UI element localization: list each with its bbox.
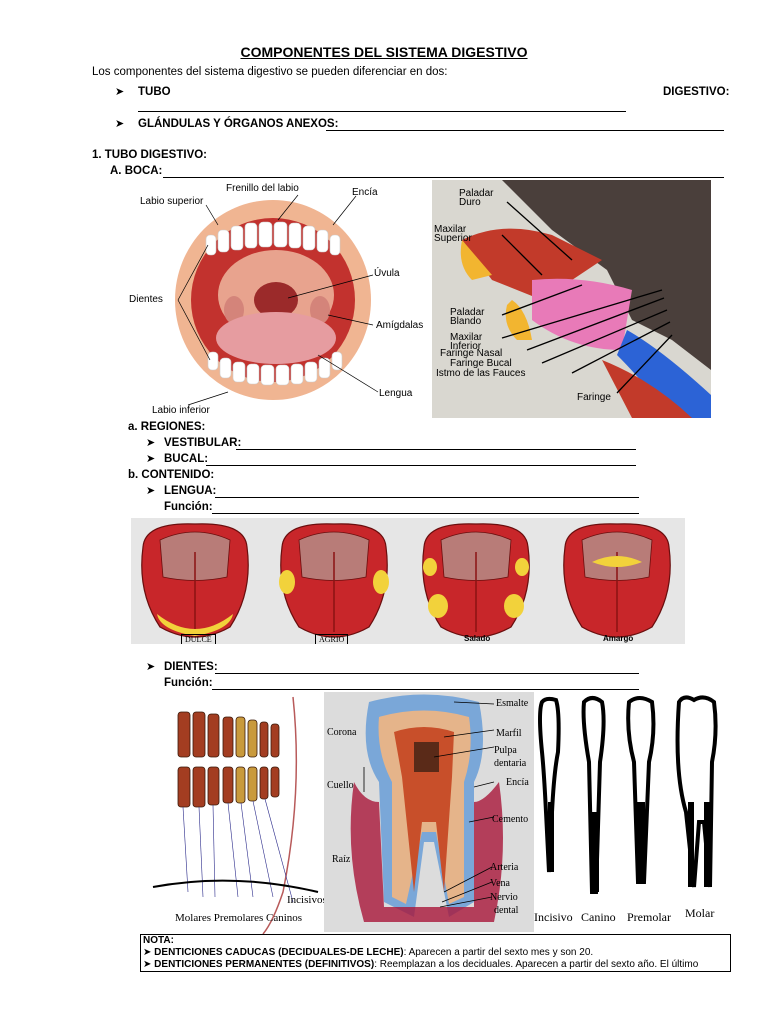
taste-label-amargo: Amargo — [603, 634, 634, 643]
label-raiz: Raíz — [332, 854, 351, 865]
nota-box: NOTA: ➤ DENTICIONES CADUCAS (DECIDUALES-… — [140, 934, 731, 972]
section-heading: 1. TUBO DIGESTIVO: — [92, 149, 208, 161]
label-pulpa: Pulpa — [494, 745, 517, 756]
regiones-heading: a. REGIONES: — [128, 421, 206, 433]
contenido-heading: b. CONTENIDO: — [128, 469, 215, 481]
bullet-arrow: ➤ — [146, 437, 156, 449]
digestivo-label: DIGESTIVO: — [663, 86, 730, 98]
label-uvula: Úvula — [374, 268, 400, 279]
mouth-illustration: Frenillo del labio Encía Labio superior … — [128, 180, 430, 418]
vestibular-label: VESTIBULAR: — [164, 437, 242, 449]
label-molares-premolares-caninos: Molares Premolares Caninos — [175, 912, 303, 924]
tubo-label: TUBO — [138, 86, 171, 98]
dientes-label: DIENTES: — [164, 661, 218, 673]
label-amigdalas: Amígdalas — [376, 320, 424, 331]
taste-label-agrio: AGRIO — [315, 634, 349, 644]
label-cuello: Cuello — [327, 780, 354, 791]
nota-line2-text: : Reemplazan a los deciduales. Aparecen … — [374, 959, 699, 970]
answer-line — [206, 465, 636, 466]
answer-line — [138, 111, 626, 112]
label-esmalte: Esmalte — [496, 698, 529, 709]
nota-line1-text: : Aparecen a partir del sexto mes y son … — [403, 947, 594, 958]
answer-line — [215, 497, 639, 498]
label-istmo: Istmo de las Fauces — [436, 368, 526, 379]
nota-line1-bold: DENTICIONES CADUCAS (DECIDUALES-DE LECHE… — [154, 947, 404, 958]
label-labio-inferior: Labio inferior — [152, 405, 210, 416]
answer-line — [163, 177, 724, 178]
label-encia: Encía — [352, 187, 378, 198]
taste-label-salado: Salado — [464, 634, 491, 643]
funcion-label: Función: — [164, 501, 213, 513]
answer-line — [212, 689, 639, 690]
label-dentaria: dentaria — [494, 758, 527, 769]
answer-line — [212, 513, 639, 514]
label-cemento: Cemento — [492, 814, 529, 825]
bullet-arrow: ➤ — [115, 118, 125, 130]
nota-line-1: ➤ DENTICIONES CADUCAS (DECIDUALES-DE LEC… — [143, 947, 594, 958]
answer-line — [215, 673, 639, 674]
label-arteria: Arteria — [490, 862, 519, 873]
tongue-taste-map: DULCE AGRIO Salado Amargo — [131, 518, 685, 644]
label-labio-superior: Labio superior — [140, 196, 204, 207]
nota-line2-bold: DENTICIONES PERMANENTES (DEFINITIVOS) — [154, 959, 375, 970]
label-maxilar-inferior: Maxilar Inferior — [450, 332, 483, 352]
page-title: COMPONENTES DEL SISTEMA DIGESTIVO — [240, 44, 528, 60]
label-frenillo: Frenillo del labio — [226, 183, 299, 194]
bucal-label: BUCAL: — [164, 453, 209, 465]
answer-line — [236, 449, 636, 450]
label-incisivo: Incisivo — [534, 910, 573, 924]
label-faringe: Faringe — [577, 392, 611, 403]
label-encia-tooth: Encía — [506, 777, 529, 788]
taste-label-dulce: DULCE — [181, 634, 216, 644]
label-molar: Molar — [685, 906, 715, 920]
glandulas-label: GLÁNDULAS Y ÓRGANOS ANEXOS: — [138, 118, 339, 130]
tooth-section-illustration: Corona Cuello Raíz Esmalte Marfil Pulpa … — [324, 692, 534, 932]
label-premolar: Premolar — [627, 910, 671, 924]
bullet-arrow: ➤ — [146, 661, 156, 673]
teeth-arch-illustration: Molares Premolares Caninos Incisivos — [143, 692, 325, 934]
boca-label: A. BOCA: — [110, 165, 163, 177]
bullet-arrow: ➤ — [146, 453, 156, 465]
label-dental: dental — [494, 905, 519, 916]
label-canino: Canino — [581, 910, 616, 924]
label-nervio: Nervio — [490, 892, 518, 903]
lengua-label: LENGUA: — [164, 485, 217, 497]
label-faringe-nasal: Faringe Nasal — [440, 348, 503, 359]
answer-line — [326, 130, 724, 131]
label-corona: Corona — [327, 727, 357, 738]
label-paladar-blando: Paladar Blando — [450, 307, 485, 327]
intro-text: Los componentes del sistema digestivo se… — [92, 66, 448, 78]
tooth-types-illustration: Incisivo Canino Premolar Molar — [534, 692, 726, 932]
label-maxilar-superior: Maxilar Superior — [434, 224, 472, 244]
label-vena: Vena — [490, 878, 510, 889]
label-marfil: Marfil — [496, 728, 522, 739]
nota-line-2: ➤ DENTICIONES PERMANENTES (DEFINITIVOS):… — [143, 959, 699, 970]
bullet-arrow: ➤ — [146, 485, 156, 497]
label-dientes: Dientes — [129, 294, 163, 305]
nota-heading: NOTA: — [143, 935, 174, 946]
label-incisivos: Incisivos — [287, 894, 325, 906]
bullet-arrow: ➤ — [115, 86, 125, 98]
label-faringe-bucal: Faringe Bucal — [450, 358, 512, 369]
label-lengua: Lengua — [379, 388, 413, 399]
sagittal-illustration: Paladar Duro Maxilar Superior Paladar Bl… — [432, 180, 711, 418]
funcion-label: Función: — [164, 677, 213, 689]
label-paladar-duro: Paladar Duro — [459, 188, 494, 208]
